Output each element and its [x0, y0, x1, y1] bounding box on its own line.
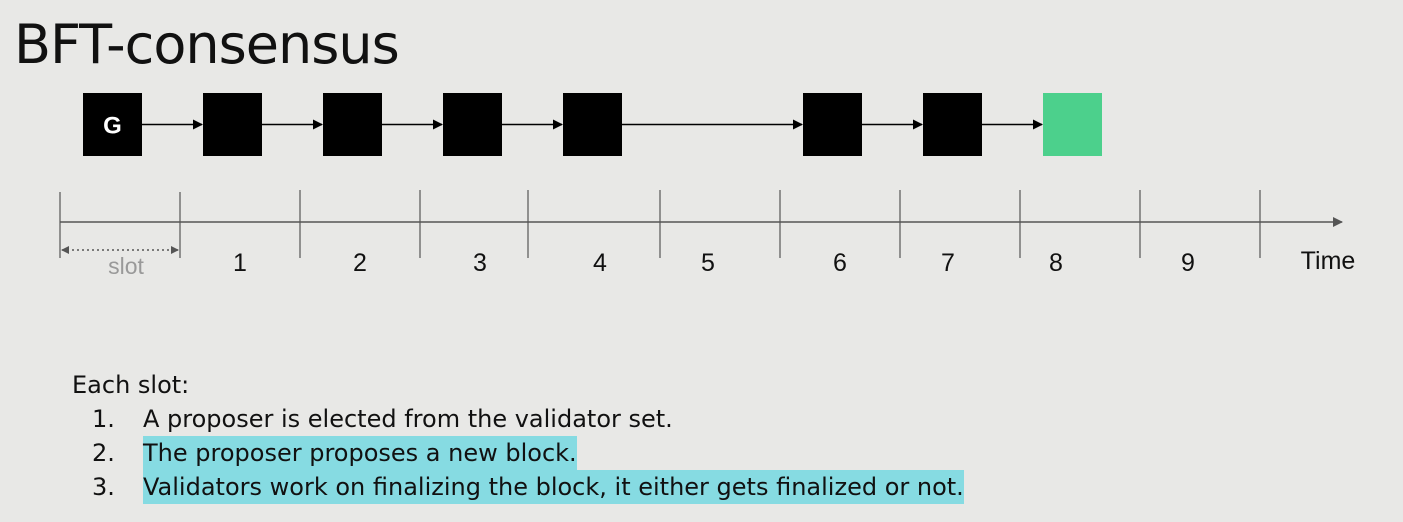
list-item-text: Validators work on finalizing the block,…: [143, 470, 964, 504]
tick-label: 1: [233, 249, 247, 277]
timeline: slot Time 1 2 3 4 5 6 7 8 9: [59, 190, 1356, 279]
block: [443, 93, 502, 156]
tick-label: 4: [593, 249, 607, 277]
description-list: 1. A proposer is elected from the validat…: [72, 402, 964, 504]
page-title: BFT-consensus: [14, 13, 400, 76]
tick-label: 6: [833, 249, 847, 277]
blockchain-diagram: G slot Time 1 2 3 4 5 6 7 8 9: [59, 93, 1356, 279]
list-item-number: 1.: [92, 405, 115, 433]
block-chain: G: [83, 93, 1102, 156]
tick-label: 9: [1181, 249, 1195, 277]
list-item-text: The proposer proposes a new block.: [143, 436, 577, 470]
slot-label: slot: [108, 253, 144, 279]
list-item-text: A proposer is elected from the validator…: [143, 405, 673, 433]
time-axis-label: Time: [1301, 247, 1356, 275]
list-item: 2. The proposer proposes a new block.: [72, 436, 964, 470]
list-item-number: 2.: [92, 439, 115, 467]
list-item-number: 3.: [92, 473, 115, 501]
tick-label: 2: [353, 249, 367, 277]
tick-label: 3: [473, 249, 487, 277]
genesis-block: [83, 93, 142, 156]
description-intro: Each slot:: [72, 371, 190, 399]
tick-label: 5: [701, 249, 715, 277]
genesis-label: G: [103, 113, 122, 140]
block: [563, 93, 622, 156]
pending-block: [1043, 93, 1102, 156]
block: [323, 93, 382, 156]
list-item: 1. A proposer is elected from the validat…: [72, 402, 964, 436]
tick-label: 8: [1049, 249, 1063, 277]
block: [203, 93, 262, 156]
description: Each slot: 1. A proposer is elected from …: [72, 368, 964, 504]
block: [803, 93, 862, 156]
block: [923, 93, 982, 156]
tick-label: 7: [941, 249, 955, 277]
list-item: 3. Validators work on finalizing the bloc…: [72, 470, 964, 504]
